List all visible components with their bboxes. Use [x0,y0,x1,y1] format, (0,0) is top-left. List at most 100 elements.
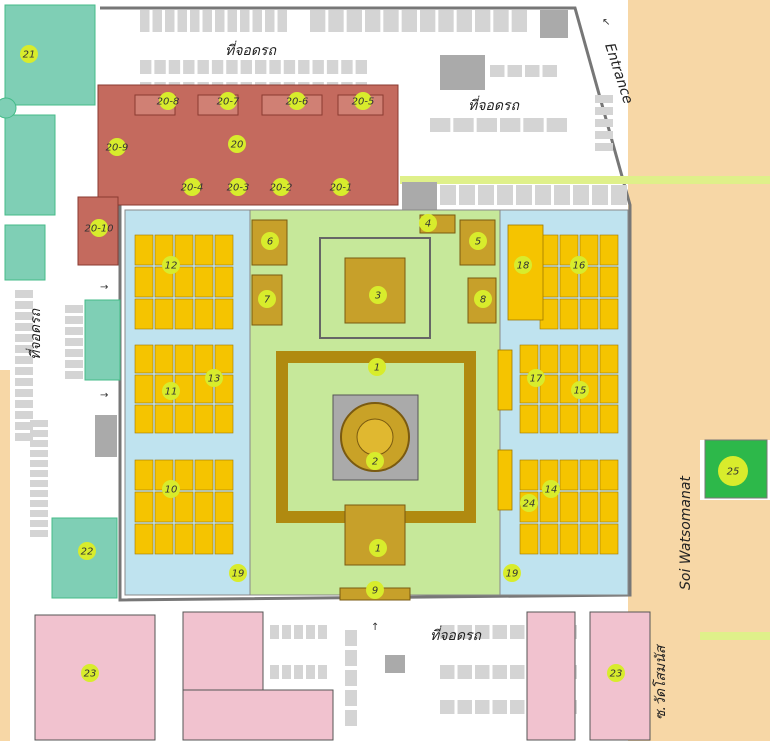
parking-space [15,378,33,386]
parking-space [595,143,613,151]
location-marker-16: 16 [570,256,588,274]
parking-space [30,500,48,507]
building-16 [599,266,619,298]
marker-circle [258,290,276,308]
parking-space [573,185,589,205]
location-marker-20-6: 20-6 [286,92,309,110]
building-11 [154,344,174,374]
parking-space [440,625,455,639]
building-15 [559,344,579,374]
building-14 [579,491,599,523]
building-10 [194,459,214,491]
marker-label: 1 [375,544,381,555]
parking-space [65,371,83,379]
parking-space [523,118,544,132]
small-kiosk-west [95,415,117,457]
parking-space [492,665,507,679]
marker-label: 20-1 [330,183,353,194]
parking-space [500,118,521,132]
teal-building-west [84,299,121,381]
marker-label: 22 [81,547,94,558]
marker-circle [542,480,560,498]
parking-kiosk [540,10,568,38]
building-23-east [589,611,651,741]
parking-space [183,60,195,74]
location-marker-24: 24 [520,494,538,512]
marker-label: 5 [475,237,481,248]
building-15 [559,404,579,434]
marker-label: 20-6 [286,97,309,108]
building-12 [134,266,154,298]
small-kiosk [385,655,405,673]
marker-label: 20-9 [106,143,129,154]
building-14 [579,459,599,491]
parking-label-west: ที่จอดรถ [25,308,44,360]
building-11 [214,404,234,434]
marker-circle [162,256,180,274]
parking-space [440,665,455,679]
marker-circle [78,542,96,560]
building-21-wing [4,114,56,216]
marker-circle [332,178,350,196]
location-marker-10: 10 [162,480,180,498]
parking-space [507,65,522,77]
marker-label: 14 [545,485,558,496]
entry-arrow-west-1: → [100,282,108,293]
soi-watsomanat-road [628,0,770,741]
marker-circle [288,92,306,110]
location-marker-17: 17 [527,369,545,387]
parking-space [476,118,497,132]
boundary-stripe [400,176,770,184]
location-marker-20-1: 20-1 [330,178,353,196]
parking-space [240,60,252,74]
parking-space [197,60,209,74]
parking-space [15,312,33,320]
marker-circle [503,564,521,582]
location-marker-1: 1 [369,539,387,557]
parking-space [282,625,291,639]
parking-space [30,490,48,497]
building-10 [174,523,194,555]
parking-space [318,625,327,639]
location-marker-4: 4 [419,214,437,232]
parking-space [270,665,279,679]
building-12 [214,234,234,266]
parking-space [312,60,324,74]
location-marker-14: 14 [542,480,560,498]
building-15 [519,344,539,374]
building-16 [599,298,619,330]
building-12 [134,234,154,266]
parking-space [140,60,152,74]
parking-space [15,367,33,375]
parking-space [516,185,532,205]
parking-space [15,433,33,441]
marker-circle [108,138,126,156]
location-marker-13: 13 [205,369,223,387]
building-14 [559,523,579,555]
marker-circle [162,382,180,400]
marker-circle [469,232,487,250]
marker-circle [527,369,545,387]
building-21 [4,4,96,106]
marker-label: 23 [610,669,623,680]
boundary-stripe-south [700,632,770,640]
marker-label: 4 [425,219,431,230]
parking-space [475,665,490,679]
parking-space [15,334,33,342]
parking-space [255,60,267,74]
parking-space [328,10,344,32]
location-marker-1: 1 [368,358,386,376]
entry-arrow-west-2: → [100,390,108,401]
building-11 [194,404,214,434]
marker-label: 12 [165,261,178,272]
marker-label: 8 [480,295,486,306]
parking-space [240,10,250,32]
building-15 [539,404,559,434]
location-marker-21: 21 [20,45,38,63]
parking-space [30,510,48,517]
marker-label: 19 [232,569,245,580]
parking-space [165,10,175,32]
marker-circle [474,290,492,308]
parking-space [542,65,557,77]
building-12 [154,298,174,330]
